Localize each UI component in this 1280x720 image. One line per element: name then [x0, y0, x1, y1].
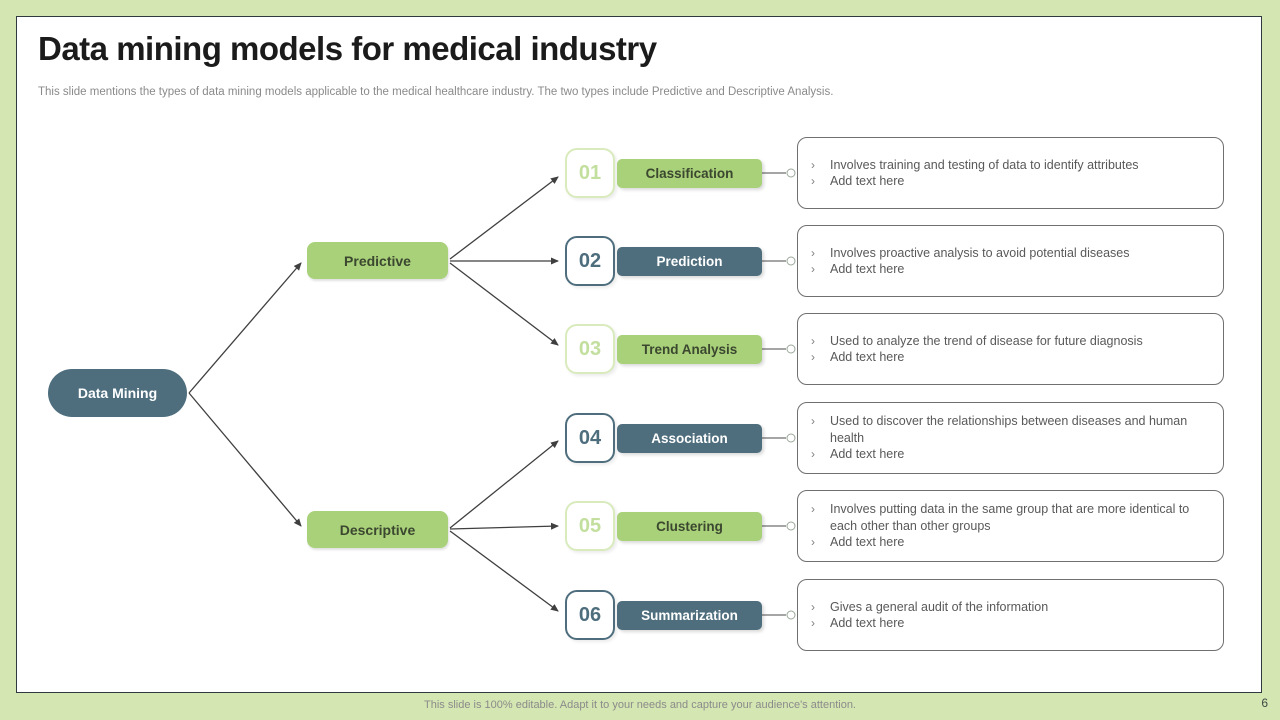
- step-description-box[interactable]: › Involves proactive analysis to avoid po…: [797, 225, 1224, 297]
- step-number: 06: [578, 603, 602, 626]
- bullet-icon: ›: [811, 350, 815, 364]
- bullet-text: Involves training and testing of data to…: [830, 157, 1139, 172]
- step-label-classification[interactable]: Classification: [617, 159, 762, 188]
- bullet-text: Involves putting data in the same group …: [830, 502, 1190, 533]
- step-number: 05: [578, 514, 602, 537]
- step-number: 01: [578, 161, 602, 184]
- bullet-text: Involves proactive analysis to avoid pot…: [830, 245, 1130, 260]
- step-number: 02: [578, 249, 602, 272]
- bullet-icon: ›: [811, 157, 815, 172]
- page-subtitle: This slide mentions the types of data mi…: [38, 86, 834, 98]
- bullet-text: Used to discover the relationships betwe…: [830, 414, 1188, 445]
- bullet-text: Add text here: [830, 262, 905, 276]
- bullet-icon: ›: [811, 535, 815, 550]
- step-number-box[interactable]: 02: [565, 236, 615, 286]
- step-label-summarization[interactable]: Summarization: [617, 601, 762, 630]
- step-number: 03: [578, 337, 602, 360]
- footer-note: This slide is 100% editable. Adapt it to…: [424, 699, 856, 711]
- bullet-icon: ›: [811, 262, 815, 276]
- step-number-box[interactable]: 03: [565, 324, 615, 374]
- step-description-box[interactable]: › Gives a general audit of the informatio…: [797, 579, 1224, 651]
- step-label-trend-analysis[interactable]: Trend Analysis: [617, 335, 762, 364]
- step-label-association[interactable]: Association: [617, 424, 762, 453]
- bullet-icon: ›: [811, 174, 815, 188]
- bullet-icon: ›: [811, 414, 815, 429]
- bullet-text: Add text here: [830, 447, 905, 462]
- bullet-text: Add text here: [830, 350, 905, 364]
- bullet-icon: ›: [811, 502, 815, 517]
- branch-node-predictive[interactable]: Predictive: [307, 242, 448, 279]
- step-label-clustering[interactable]: Clustering: [617, 512, 762, 541]
- bullet-text: Used to analyze the trend of disease for…: [830, 333, 1143, 348]
- step-description-box[interactable]: › Used to discover the relationships betw…: [797, 402, 1224, 474]
- step-description-box[interactable]: › Involves putting data in the same group…: [797, 490, 1224, 562]
- root-node-data-mining[interactable]: Data Mining: [48, 369, 187, 417]
- bullet-icon: ›: [811, 333, 815, 348]
- step-description-box[interactable]: › Involves training and testing of data t…: [797, 137, 1224, 209]
- step-description-box[interactable]: › Used to analyze the trend of disease fo…: [797, 313, 1224, 385]
- bullet-icon: ›: [811, 245, 815, 260]
- step-number-box[interactable]: 01: [565, 148, 615, 198]
- bullet-text: Gives a general audit of the information: [830, 599, 1049, 614]
- bullet-text: Add text here: [830, 535, 905, 550]
- bullet-icon: ›: [811, 616, 815, 630]
- page-title: Data mining models for medical industry: [38, 30, 657, 67]
- step-number: 04: [578, 426, 602, 449]
- bullet-text: Add text here: [830, 616, 905, 630]
- step-number-box[interactable]: 04: [565, 413, 615, 463]
- step-number-box[interactable]: 06: [565, 590, 615, 640]
- bullet-icon: ›: [811, 447, 815, 462]
- page-number: 6: [1261, 696, 1268, 710]
- step-number-box[interactable]: 05: [565, 501, 615, 551]
- step-label-prediction[interactable]: Prediction: [617, 247, 762, 276]
- branch-node-descriptive[interactable]: Descriptive: [307, 511, 448, 548]
- bullet-text: Add text here: [830, 174, 905, 188]
- bullet-icon: ›: [811, 599, 815, 614]
